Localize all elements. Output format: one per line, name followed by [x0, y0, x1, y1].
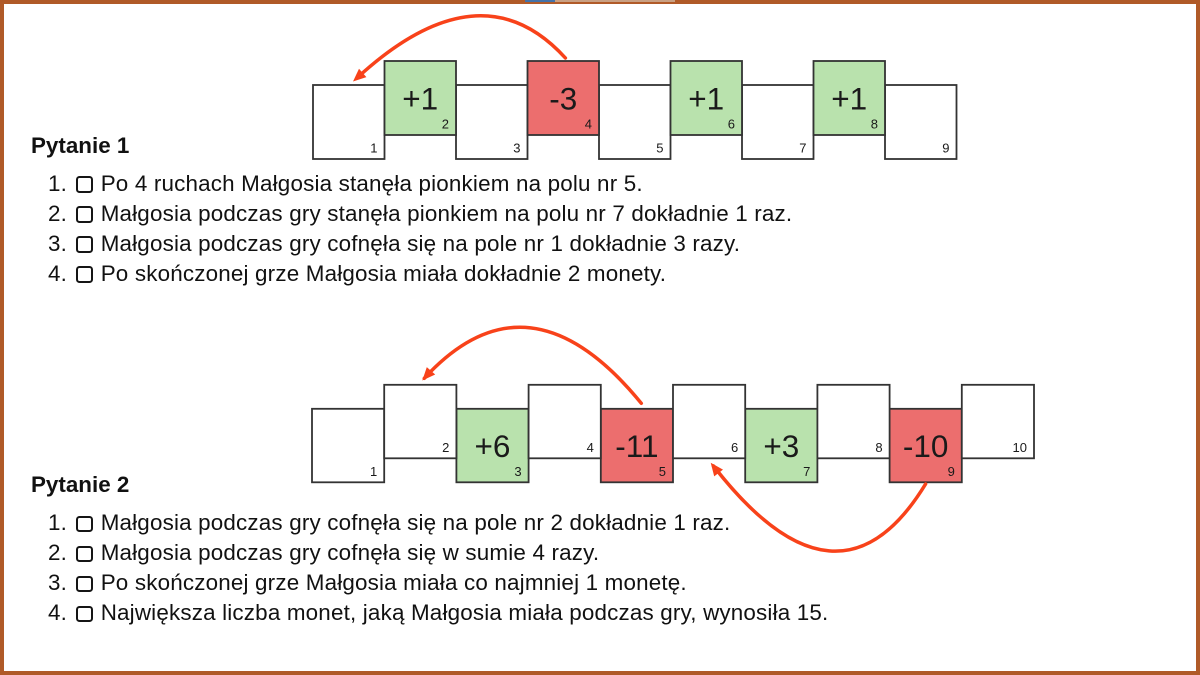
- svg-text:10: 10: [1013, 440, 1027, 455]
- svg-text:3: 3: [514, 464, 521, 479]
- svg-text:9: 9: [948, 464, 955, 479]
- svg-text:4: 4: [587, 440, 594, 455]
- svg-text:+3: +3: [763, 428, 799, 464]
- svg-text:6: 6: [728, 117, 735, 132]
- svg-text:8: 8: [871, 117, 878, 132]
- svg-text:+1: +1: [688, 81, 724, 117]
- svg-text:3: 3: [513, 141, 520, 156]
- svg-text:-3: -3: [549, 81, 577, 117]
- svg-text:5: 5: [656, 141, 663, 156]
- svg-text:9: 9: [942, 141, 949, 156]
- svg-text:1: 1: [370, 141, 377, 156]
- svg-text:6: 6: [731, 440, 738, 455]
- svg-text:-11: -11: [615, 428, 658, 464]
- svg-text:2: 2: [442, 117, 449, 132]
- svg-text:+1: +1: [831, 81, 867, 117]
- svg-text:7: 7: [799, 141, 806, 156]
- svg-text:2: 2: [442, 440, 449, 455]
- svg-text:+6: +6: [475, 428, 511, 464]
- svg-text:4: 4: [585, 117, 592, 132]
- svg-text:8: 8: [875, 440, 882, 455]
- svg-text:-10: -10: [903, 428, 949, 464]
- svg-text:1: 1: [370, 464, 377, 479]
- svg-text:5: 5: [659, 464, 666, 479]
- svg-text:7: 7: [803, 464, 810, 479]
- svg-text:+1: +1: [402, 81, 438, 117]
